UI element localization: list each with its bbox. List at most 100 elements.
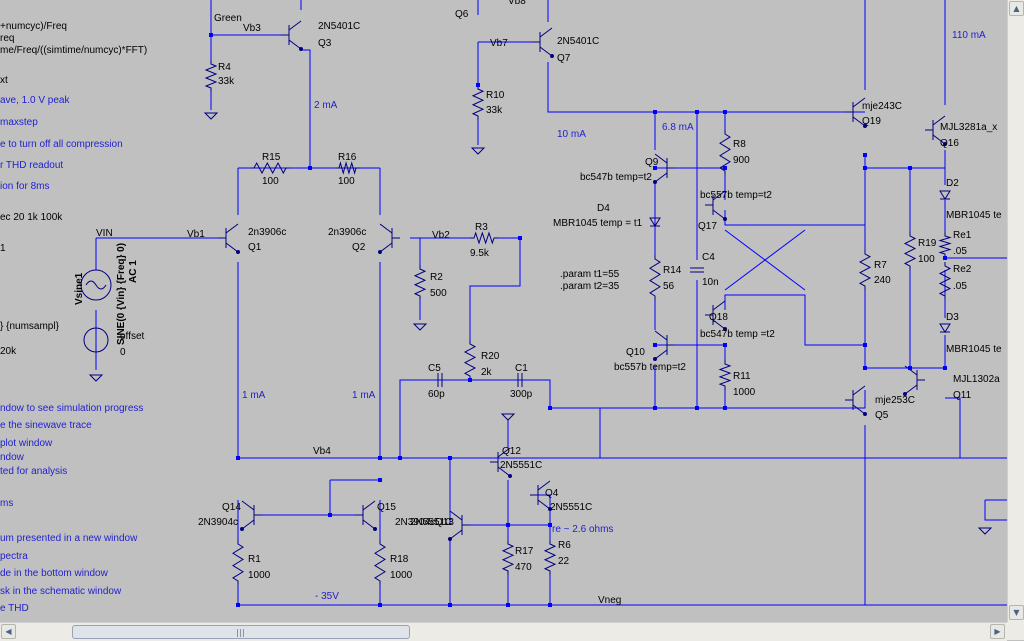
transistor-emitter: [852, 116, 866, 127]
transistor-part: mje243C: [862, 101, 902, 112]
transistor-part: 2N5551C: [410, 517, 452, 528]
junction-dot: [548, 406, 552, 410]
horizontal-scrollbar[interactable]: ◀ ▶: [0, 622, 1007, 641]
transistor-part: MJL3281a_x: [940, 122, 997, 133]
transistor-ref: Q1: [248, 242, 262, 253]
horizontal-scroll-thumb[interactable]: [72, 625, 410, 639]
ground-symbol: [412, 323, 428, 331]
transistor-emitter: [449, 529, 463, 540]
transistor-ref: Q16: [940, 138, 959, 149]
scroll-right-button[interactable]: ▶: [990, 624, 1005, 639]
transistor-emitter: [712, 319, 726, 330]
transistor-part: 2N5551C: [550, 502, 592, 513]
ground-symbol: [470, 147, 486, 155]
resistor-symbol: [649, 255, 661, 300]
vertical-scrollbar[interactable]: ▲ ▼: [1007, 0, 1024, 622]
transistor-ref: Q12: [502, 446, 521, 457]
transistor-ref: Q11: [953, 390, 972, 401]
wires: [95, 0, 1007, 606]
resistor-ref: R3: [475, 222, 488, 233]
sine-wave-icon: [85, 280, 107, 290]
capacitor-ref: C1: [515, 363, 528, 374]
transistor-ref: Q7: [557, 53, 571, 64]
left-note-18: ms: [0, 498, 13, 509]
junction-dot: [328, 513, 332, 517]
left-note-19: um presented in a new window: [0, 533, 138, 544]
resistor-value: 22: [558, 556, 570, 567]
junction-dot: [695, 406, 699, 410]
emitter-arrow: [653, 180, 657, 184]
left-note-7: r THD readout: [0, 160, 63, 171]
transistor-part: bc557b temp=t2: [700, 190, 772, 201]
net-label: Vb1: [187, 229, 205, 240]
transistor-part: 2N5551C: [500, 460, 542, 471]
transistor-collector: [654, 330, 668, 341]
transistor-collector: [712, 190, 726, 201]
transistor-ref: Q2: [352, 242, 366, 253]
resistor-value: 900: [733, 155, 750, 166]
junctions: [209, 33, 947, 607]
wire: [399, 379, 470, 458]
wire: [547, 62, 840, 113]
net-label: Vb7: [490, 38, 508, 49]
junction-dot: [506, 603, 510, 607]
diode-part: MBR1045 temp = t1: [553, 218, 643, 229]
transistor-emitter: [932, 134, 946, 145]
transistor-emitter: [539, 46, 553, 57]
emitter-arrow: [723, 217, 727, 221]
left-note-22: sk in the schematic window: [0, 586, 122, 597]
resistor-symbol: [938, 262, 952, 300]
transistor-emitter: [654, 172, 668, 183]
left-note-21: de in the bottom window: [0, 568, 109, 579]
scroll-left-button[interactable]: ◀: [1, 624, 16, 639]
emitter-arrow: [903, 392, 907, 396]
resistor-ref: R16: [338, 152, 357, 163]
left-note-0: +numcyc)/Freq: [0, 21, 67, 32]
transistor-collector: [449, 510, 463, 521]
transistor-part: bc547b temp =t2: [700, 329, 775, 340]
transistor-collector: [225, 223, 239, 234]
junction-dot: [653, 166, 657, 170]
components: [80, 20, 993, 585]
resistor-value: 500: [430, 288, 447, 299]
resistor-value: 1000: [248, 570, 271, 581]
transistor-ref: Q9: [645, 157, 659, 168]
wire: [470, 379, 551, 408]
transistor-collector: [539, 27, 553, 38]
capacitor-value: 10n: [702, 277, 719, 288]
junction-dot: [448, 603, 452, 607]
junction-dot: [653, 406, 657, 410]
net-label: VIN: [96, 228, 113, 239]
junction-dot: [695, 110, 699, 114]
param-directive: .param t1=55: [560, 269, 620, 280]
transistor-part: 2n3906c: [328, 227, 366, 238]
scroll-down-button[interactable]: ▼: [1009, 605, 1024, 620]
scrollbar-corner: [1007, 622, 1024, 640]
capacitor-value: 60p: [428, 389, 445, 400]
transistor-ref: Q5: [875, 410, 889, 421]
transistor-emitter: [379, 242, 393, 253]
scroll-up-button[interactable]: ▲: [1009, 1, 1024, 16]
transistor-collector: [362, 500, 376, 511]
net-label: Green: [214, 13, 242, 24]
dc-source-symbol: [83, 327, 109, 353]
left-note-14: e the sinewave trace: [0, 420, 92, 431]
junction-dot: [908, 166, 912, 170]
transistor-collector: [379, 223, 393, 234]
transistor-emitter: [712, 209, 726, 220]
resistor-symbol: [374, 540, 386, 585]
resistor-value: 470: [515, 562, 532, 573]
diode-ref: D2: [946, 178, 959, 189]
transistor-part: 2N5401C: [557, 36, 599, 47]
transistor-part: bc547b temp=t2: [580, 172, 652, 183]
junction-dot: [378, 478, 382, 482]
transistor-part: 2n3906c: [248, 227, 286, 238]
junction-dot: [476, 83, 480, 87]
junction-dot: [863, 153, 867, 157]
transistor-collector: [852, 385, 866, 396]
ground-symbol: [977, 527, 993, 535]
transistor-emitter: [362, 519, 376, 530]
transistor-collector: [241, 500, 255, 511]
transistor-part: 2N3904c: [198, 517, 238, 528]
